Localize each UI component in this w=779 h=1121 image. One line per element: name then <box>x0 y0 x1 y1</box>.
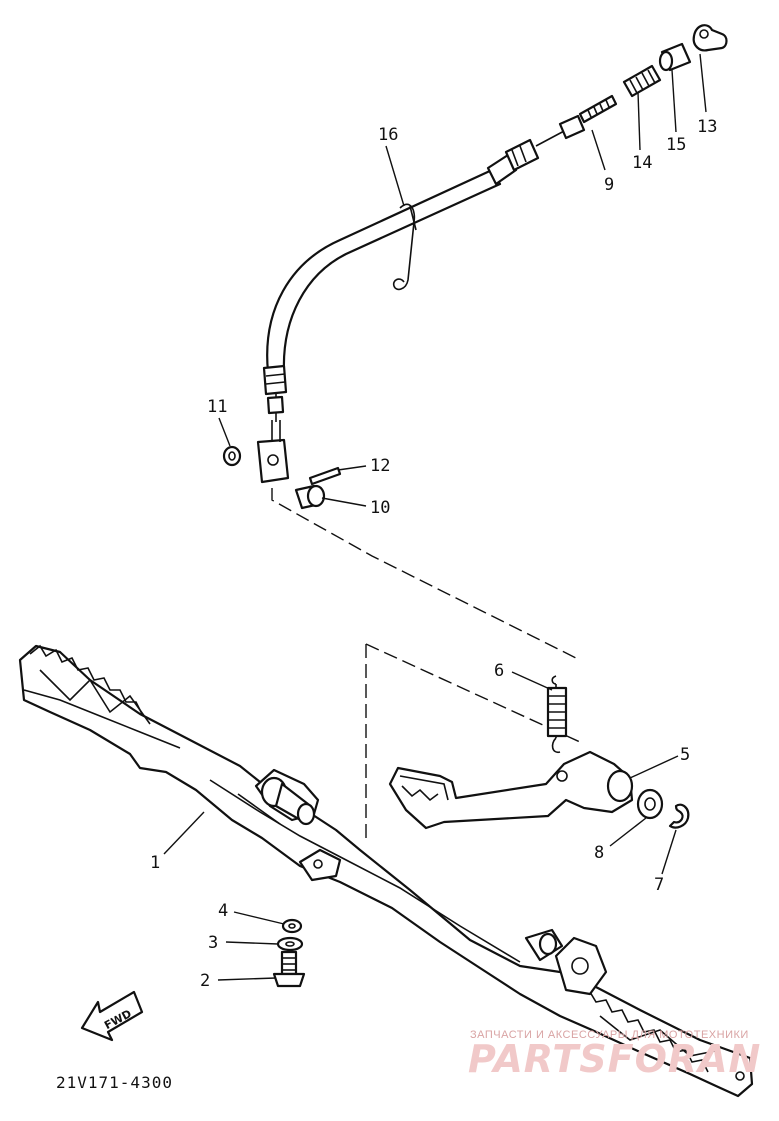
callout-10: 10 <box>370 498 390 518</box>
callout-5: 5 <box>680 745 690 765</box>
spring <box>622 64 662 98</box>
callout-9: 9 <box>604 175 614 195</box>
callout-16: 16 <box>378 125 398 145</box>
return-spring <box>546 675 568 754</box>
callout-3: 3 <box>208 933 218 953</box>
cable-joint-pin <box>658 42 692 72</box>
leader-lines <box>163 53 707 981</box>
callout-8: 8 <box>594 843 604 863</box>
callout-7: 7 <box>654 875 664 895</box>
bolt <box>272 950 306 988</box>
cable-clip <box>392 203 417 291</box>
watermark-brand: PARTSFORAN <box>468 1037 761 1081</box>
callout-4: 4 <box>218 901 228 921</box>
callout-13: 13 <box>697 117 717 137</box>
diagram-code: 21V171-4300 <box>56 1073 173 1092</box>
circlip <box>668 803 690 829</box>
lock-washer <box>276 936 304 952</box>
watermark-tagline: ЗАПЧАСТИ И АКСЕССУАРЫ ДЛЯ МОТОТЕХНИКИ <box>470 1029 749 1041</box>
fwd-arrow-icon: FWD <box>80 990 144 1042</box>
brake-pedal <box>388 750 634 830</box>
callout-labels: 16 9 14 15 13 11 12 10 6 5 8 7 1 4 3 2 <box>150 117 717 991</box>
callout-2: 2 <box>200 971 210 991</box>
brake-cable <box>256 94 618 484</box>
clevis-pin <box>294 484 326 510</box>
washer-4 <box>281 918 303 934</box>
footrest-bar <box>18 644 754 1098</box>
callout-14: 14 <box>632 153 652 173</box>
adjusting-nut <box>692 24 728 52</box>
cotter-pin <box>308 466 342 486</box>
watermark: ЗАПЧАСТИ И АКСЕССУАРЫ ДЛЯ МОТОТЕХНИКИ PA… <box>468 1029 761 1081</box>
washer-11 <box>222 445 242 467</box>
callout-12: 12 <box>370 456 390 476</box>
callout-1: 1 <box>150 853 160 873</box>
callout-15: 15 <box>666 135 686 155</box>
callout-11: 11 <box>207 397 227 417</box>
callout-6: 6 <box>494 661 504 681</box>
washer-8 <box>636 788 664 820</box>
